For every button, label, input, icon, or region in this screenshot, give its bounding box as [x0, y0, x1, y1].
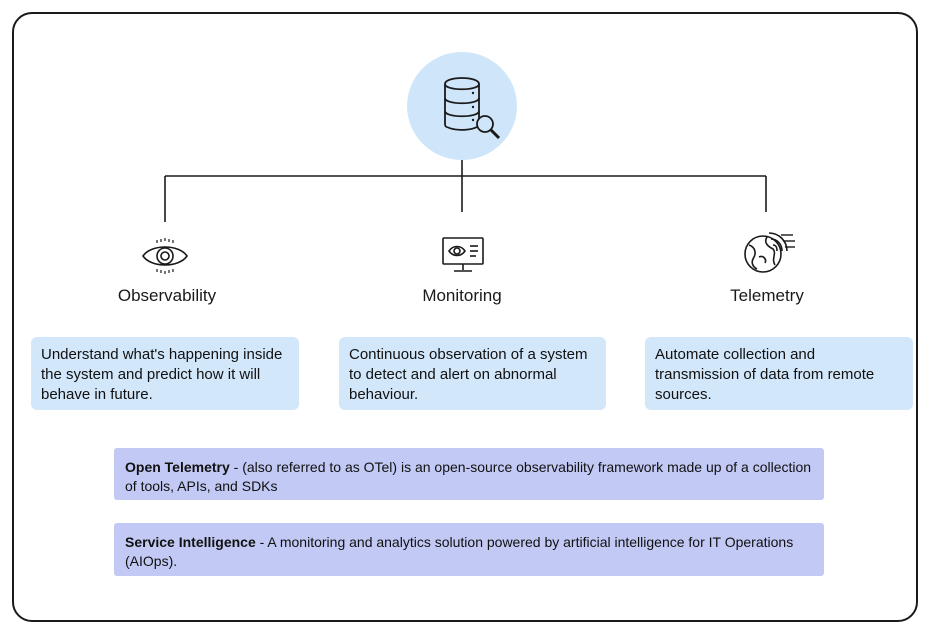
pillar-description: Automate collection and transmission of …	[655, 346, 875, 403]
definition-text: A monitoring and analytics solution powe…	[125, 534, 794, 569]
definition-note-open-telemetry: Open Telemetry - (also referred to as OT…	[114, 448, 824, 500]
pillar-description: Understand what's happening inside the s…	[41, 346, 283, 403]
eye-icon	[142, 238, 188, 274]
connector-lines	[164, 160, 767, 222]
globe-signal-icon	[744, 232, 795, 273]
definition-separator: -	[229, 459, 243, 475]
definition-separator: -	[255, 534, 268, 550]
pillar-description: Continuous observation of a system to de…	[349, 346, 588, 403]
hub-circle	[407, 52, 517, 160]
pillar-title-monitoring: Monitoring	[422, 286, 502, 305]
pillar-card-observability: Understand what's happening inside the s…	[31, 337, 299, 410]
pillar-title-telemetry: Telemetry	[730, 286, 804, 305]
pillar-card-telemetry: Automate collection and transmission of …	[645, 337, 913, 410]
definition-note-service-intelligence: Service Intelligence - A monitoring and …	[114, 523, 824, 576]
monitor-eye-icon	[442, 237, 484, 272]
pillar-card-monitoring: Continuous observation of a system to de…	[339, 337, 606, 410]
pillar-title-observability: Observability	[117, 286, 217, 305]
definition-term: Service Intelligence	[125, 534, 256, 550]
definition-text: (also referred to as OTel) is an open-so…	[125, 459, 812, 494]
database-search-icon	[444, 77, 501, 140]
definition-term: Open Telemetry	[125, 459, 230, 475]
